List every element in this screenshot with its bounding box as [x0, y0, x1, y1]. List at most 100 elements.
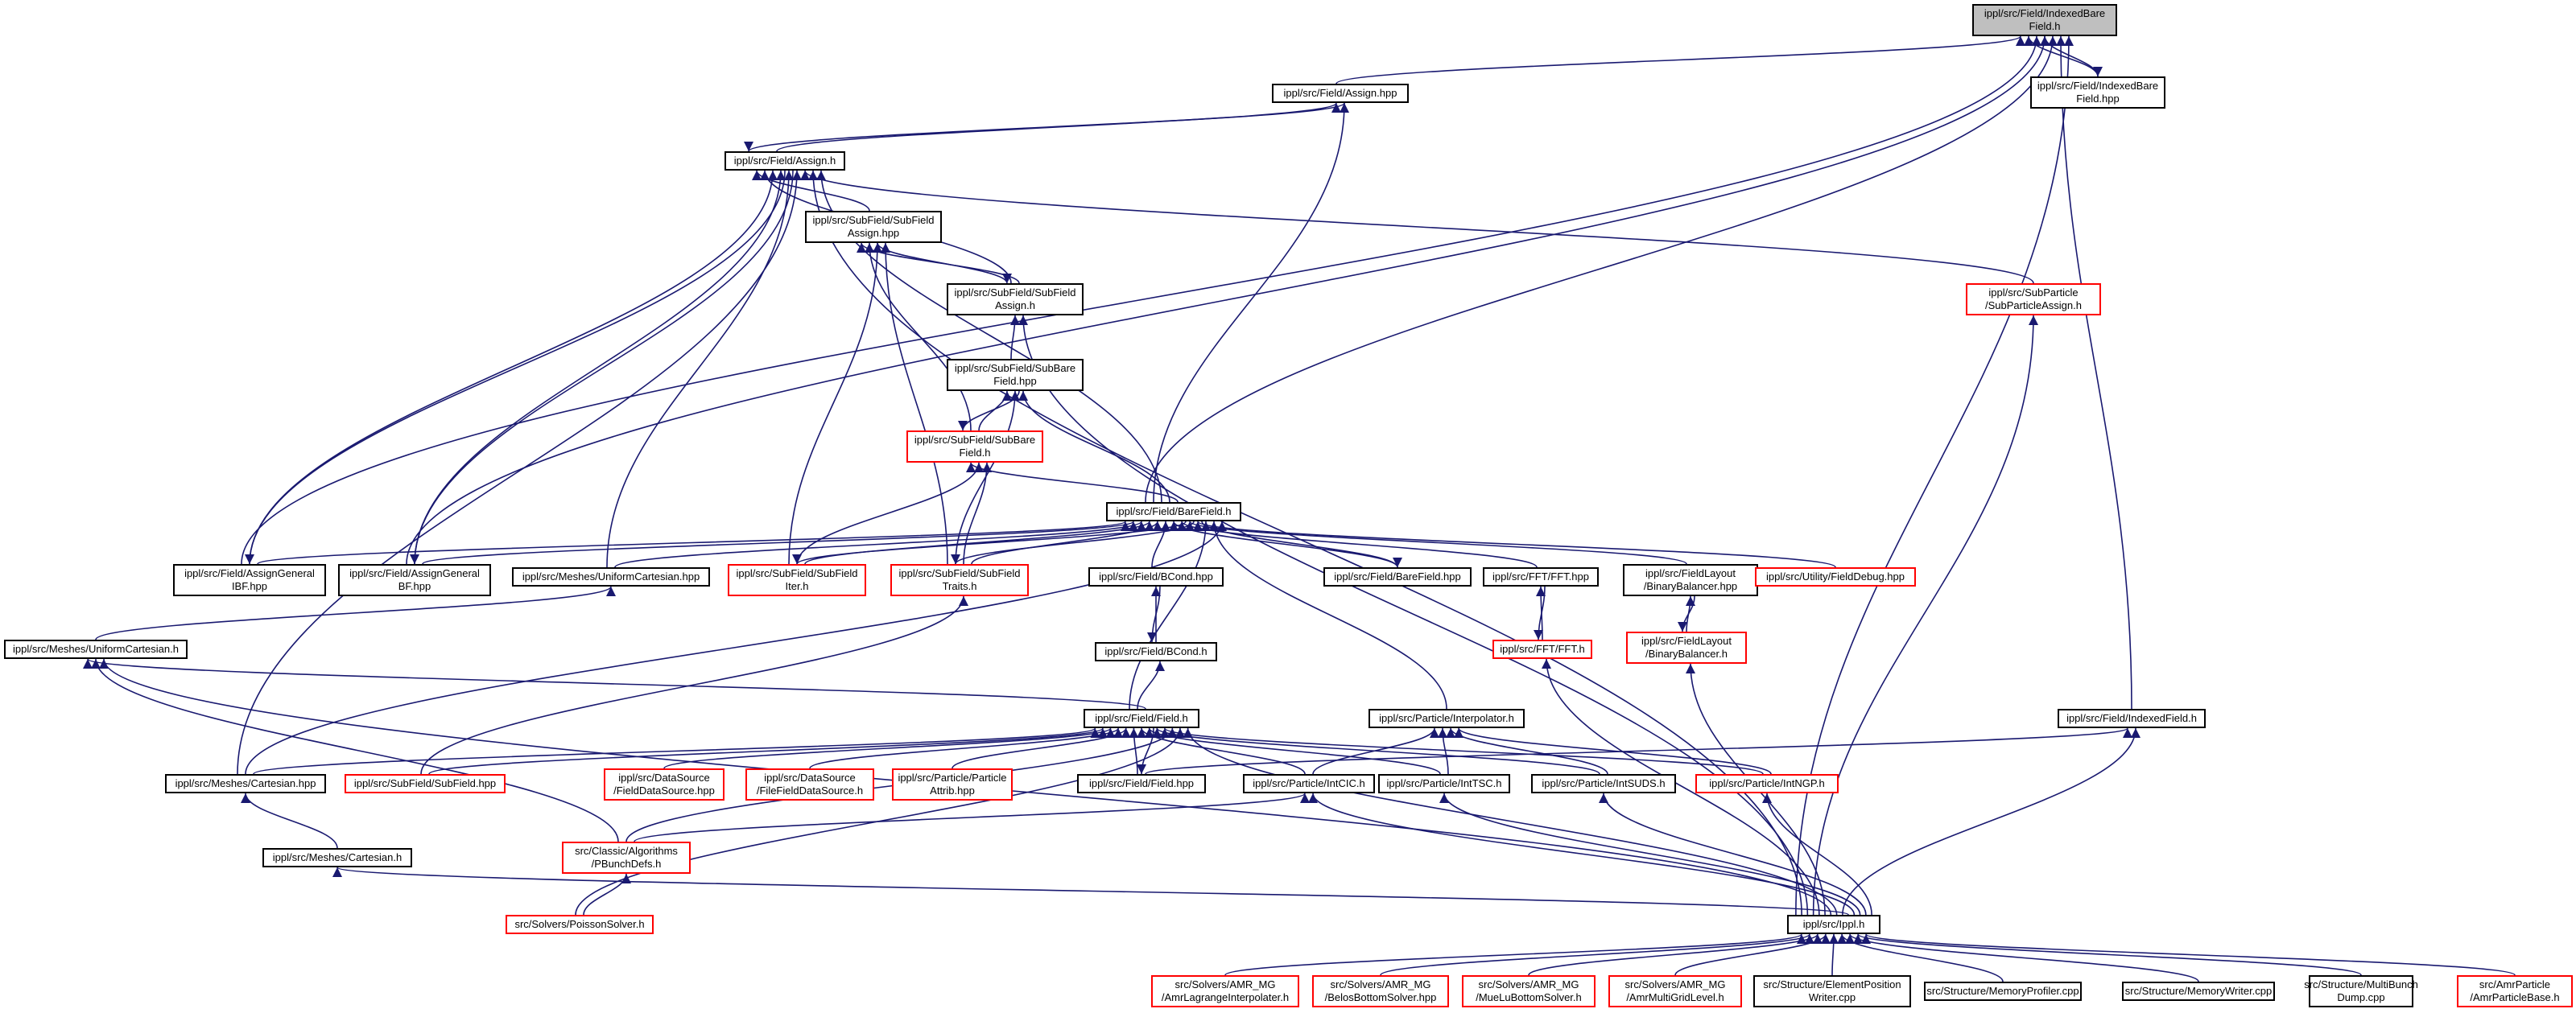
edge-fielddebug-to-barefield-h: [1193, 521, 1836, 568]
edge-multibunch-to-ippl-h: [1853, 933, 2362, 976]
edge-field-h-to-uc-h: [83, 658, 1146, 710]
graph-node-sbf-hpp[interactable]: ippl/src/SubField/SubBare Field.hpp: [947, 359, 1084, 391]
graph-node-field-hpp[interactable]: ippl/src/Field/Field.hpp: [1077, 774, 1206, 793]
edge-ippl-h-to-field-h: [1183, 727, 1838, 916]
edge-intcic-to-interp-h: [1312, 727, 1439, 775]
edge-agbf-to-assign-h: [414, 170, 786, 565]
edge-epw-to-ippl-h: [1828, 933, 1839, 976]
edge-field-h-to-bcond-h: [1137, 661, 1165, 710]
graph-node-subfield-hpp[interactable]: ippl/src/SubField/SubField.hpp: [345, 774, 506, 793]
edge-cart-hpp-to-barefield-h: [245, 521, 1227, 775]
edge-bcond-hpp-to-bcond-h: [1147, 586, 1161, 643]
graph-node-cart-h[interactable]: ippl/src/Meshes/Cartesian.h: [262, 848, 412, 867]
edge-agibf-to-barefield-h: [257, 521, 1130, 565]
graph-node-cart-hpp[interactable]: ippl/src/Meshes/Cartesian.hpp: [165, 774, 326, 793]
graph-node-interp-h[interactable]: ippl/src/Particle/Interpolator.h: [1368, 709, 1525, 728]
graph-node-amrparticle[interactable]: src/AmrParticle /AmrParticleBase.h: [2457, 975, 2573, 1007]
graph-node-multibunch[interactable]: src/Structure/MultiBunch Dump.cpp: [2304, 975, 2418, 1007]
graph-node-spa-h[interactable]: ippl/src/SubParticle /SubParticleAssign.…: [1966, 283, 2101, 315]
edge-ippl-h-to-ibf-h: [1795, 35, 2074, 916]
edge-intngp-to-field-h: [1160, 727, 1764, 775]
graph-node-ibf-h[interactable]: ippl/src/Field/IndexedBare Field.h: [1972, 4, 2117, 36]
edge-field-h-to-barefield-h: [1129, 521, 1211, 710]
graph-node-field-h[interactable]: ippl/src/Field/Field.h: [1084, 709, 1199, 728]
graph-node-sfi-h[interactable]: ippl/src/SubField/SubField Iter.h: [728, 564, 866, 596]
edge-cart-hpp-to-field-h: [253, 727, 1100, 775]
edge-sbf-h-to-sbf-hpp: [978, 390, 1012, 431]
graph-node-indexedfield-h[interactable]: ippl/src/Field/IndexedField.h: [2058, 709, 2206, 728]
edge-sbf-h-to-sfa-hpp: [865, 242, 972, 431]
graph-node-ffds-h[interactable]: ippl/src/DataSource /FileFieldDataSource…: [745, 768, 874, 801]
edge-agibf-to-assign-h: [249, 170, 778, 565]
graph-node-intngp[interactable]: ippl/src/Particle/IntNGP.h: [1695, 774, 1839, 793]
edge-assign-h-to-agibf: [245, 170, 786, 565]
edge-belos-to-ippl-h: [1380, 933, 1814, 976]
graph-node-belos[interactable]: src/Solvers/AMR_MG /BelosBottomSolver.hp…: [1312, 975, 1449, 1007]
edge-poisson-to-pbunch: [583, 873, 631, 916]
edge-amr-lagr-to-ippl-h: [1224, 933, 1806, 976]
graph-node-bcond-hpp[interactable]: ippl/src/Field/BCond.hpp: [1088, 567, 1224, 587]
edge-sfi-h-to-sbf-h: [796, 462, 984, 565]
edge-barefield-h-to-assign-hpp: [1153, 102, 1349, 503]
edge-amrparticle-to-ippl-h: [1861, 933, 2516, 976]
edge-cart-h-to-cart-hpp: [241, 793, 338, 849]
graph-node-muelu[interactable]: src/Solvers/AMR_MG /MueLuBottomSolver.h: [1462, 975, 1596, 1007]
edge-field-hpp-to-field-h: [1129, 727, 1139, 775]
edge-subfield-hpp-to-field-h: [428, 727, 1108, 775]
graph-node-bb-h[interactable]: ippl/src/FieldLayout /BinaryBalancer.h: [1626, 632, 1747, 664]
edge-ippl-h-to-spa-h: [1812, 315, 2038, 916]
edge-amrmgl-to-ippl-h: [1674, 933, 1831, 976]
graph-node-pattrib[interactable]: ippl/src/Particle/Particle Attrib.hpp: [892, 768, 1013, 801]
edge-bb-hpp-to-barefield-h: [1185, 521, 1687, 565]
graph-node-amr-lagr[interactable]: src/Solvers/AMR_MG /AmrLagrangeInterpola…: [1151, 975, 1299, 1007]
graph-node-sbf-h[interactable]: ippl/src/SubField/SubBare Field.h: [906, 430, 1043, 463]
graph-node-pbunch[interactable]: src/Classic/Algorithms /PBunchDefs.h: [562, 842, 691, 874]
edge-pbunch-to-intcic: [634, 793, 1310, 842]
edge-bcond-hpp-to-barefield-h: [1151, 521, 1170, 568]
graph-node-intcic[interactable]: ippl/src/Particle/IntCIC.h: [1243, 774, 1375, 793]
edge-agbf-to-ibf-h: [406, 35, 2050, 565]
graph-node-memwriter[interactable]: src/Structure/MemoryWriter.cpp: [2122, 982, 2275, 1001]
edge-ffds-h-to-field-h: [809, 727, 1123, 769]
graph-node-uc-h[interactable]: ippl/src/Meshes/UniformCartesian.h: [4, 640, 188, 659]
graph-node-sfa-hpp[interactable]: ippl/src/SubField/SubField Assign.hpp: [805, 211, 942, 243]
graph-node-fds-hpp[interactable]: ippl/src/DataSource /FieldDataSource.hpp: [604, 768, 724, 801]
edge-field-h-to-field-hpp: [1137, 727, 1154, 775]
edge-uc-h-to-uc-hpp: [95, 586, 616, 640]
graph-node-agbf[interactable]: ippl/src/Field/AssignGeneral BF.hpp: [338, 564, 491, 596]
edge-sfi-h-to-barefield-h: [804, 521, 1154, 565]
graph-node-sfa-h[interactable]: ippl/src/SubField/SubField Assign.h: [947, 283, 1084, 315]
edge-sbf-hpp-to-sfa-h: [1009, 315, 1020, 360]
graph-node-poisson[interactable]: src/Solvers/PoissonSolver.h: [506, 915, 654, 934]
graph-node-sft-h[interactable]: ippl/src/SubField/SubField Traits.h: [890, 564, 1029, 596]
graph-node-epw[interactable]: src/Structure/ElementPosition Writer.cpp: [1753, 975, 1911, 1007]
edge-sft-h-to-barefield-h: [971, 521, 1162, 565]
edge-muelu-to-ippl-h: [1528, 933, 1823, 976]
graph-node-intsuds[interactable]: ippl/src/Particle/IntSUDS.h: [1531, 774, 1676, 793]
graph-node-barefield-h[interactable]: ippl/src/Field/BareField.h: [1106, 502, 1241, 521]
graph-node-ibf-hpp[interactable]: ippl/src/Field/IndexedBare Field.hpp: [2030, 76, 2165, 109]
edge-ippl-h-to-intngp: [1762, 793, 1872, 916]
edge-sfi-h-to-sfa-hpp: [788, 242, 882, 565]
edge-barefield-h-to-sfi-h: [792, 521, 1187, 565]
graph-node-inttsc[interactable]: ippl/src/Particle/IntTSC.h: [1378, 774, 1510, 793]
graph-node-uc-hpp[interactable]: ippl/src/Meshes/UniformCartesian.hpp: [512, 567, 710, 587]
graph-node-agibf[interactable]: ippl/src/Field/AssignGeneral IBF.hpp: [173, 564, 326, 596]
edge-bb-hpp-to-bb-h: [1678, 595, 1695, 632]
graph-node-bb-hpp[interactable]: ippl/src/FieldLayout /BinaryBalancer.hpp: [1623, 564, 1758, 596]
edge-ippl-h-to-sfa-h: [1018, 315, 1809, 916]
graph-node-barefield-hpp[interactable]: ippl/src/Field/BareField.hpp: [1323, 567, 1472, 587]
graph-node-ippl-h[interactable]: ippl/src/Ippl.h: [1787, 915, 1880, 934]
graph-node-fielddebug[interactable]: ippl/src/Utility/FieldDebug.hpp: [1755, 567, 1916, 587]
graph-node-bcond-h[interactable]: ippl/src/Field/BCond.h: [1095, 642, 1217, 661]
graph-node-fft-hpp[interactable]: ippl/src/FFT/FFT.hpp: [1483, 567, 1599, 587]
edge-uc-hpp-to-barefield-h: [614, 521, 1146, 568]
edge-ippl-h-to-inttsc: [1439, 793, 1861, 916]
graph-node-assign-h[interactable]: ippl/src/Field/Assign.h: [724, 151, 845, 171]
edge-interp-h-to-barefield-h: [1209, 521, 1447, 710]
graph-node-fft-h[interactable]: ippl/src/FFT/FFT.h: [1492, 640, 1592, 659]
graph-node-memprof[interactable]: src/Structure/MemoryProfiler.cpp: [1924, 982, 2082, 1001]
edge-field-hpp-to-indexedfield-h: [1145, 727, 2132, 775]
graph-node-assign-hpp[interactable]: ippl/src/Field/Assign.hpp: [1272, 84, 1409, 103]
graph-node-amrmgl[interactable]: src/Solvers/AMR_MG /AmrMultiGridLevel.h: [1608, 975, 1742, 1007]
